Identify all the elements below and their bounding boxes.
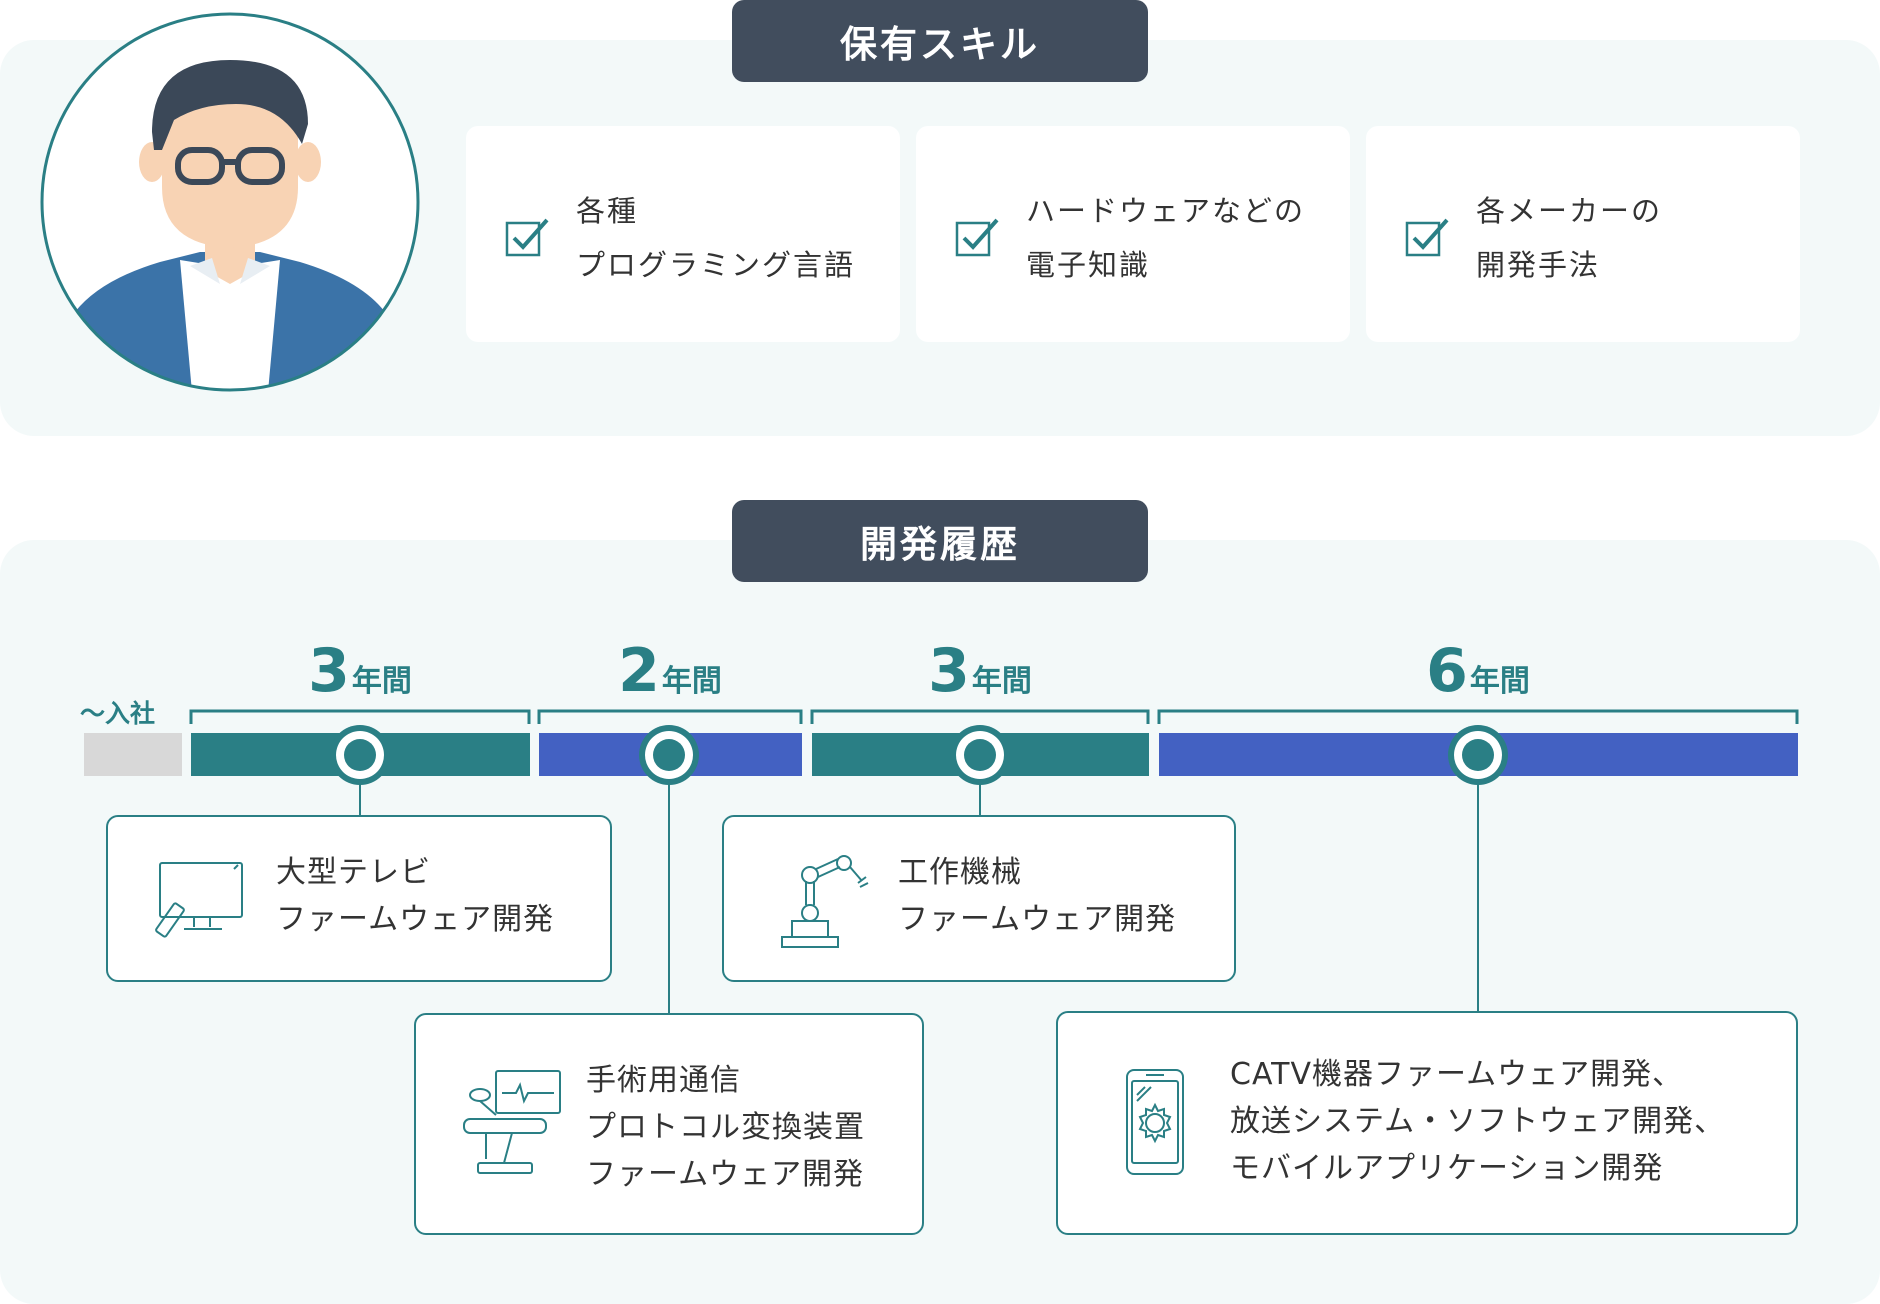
project-line: 手術用通信: [586, 1063, 741, 1098]
skill-text: 各メーカーの 開発手法: [1476, 184, 1662, 292]
project-text: 手術用通信 プロトコル変換装置 ファームウェア開発: [586, 1057, 865, 1198]
skill-text: ハードウェアなどの 電子知識: [1026, 184, 1305, 292]
project-card-catv-mobile: CATV機器ファームウェア開発、 放送システム・ソフトウェア開発、 モバイルアプ…: [1056, 1011, 1798, 1235]
project-line: プロトコル変換装置: [586, 1110, 865, 1145]
project-text: 大型テレビ ファームウェア開発: [276, 849, 554, 943]
join-label: ～入社: [80, 699, 156, 728]
project-line: ファームウェア開発: [898, 902, 1177, 937]
robot-arm-icon: [781, 855, 869, 948]
checkbox-checked-icon: [1405, 218, 1449, 257]
duration-unit: 年間: [971, 664, 1032, 699]
timeline-marker: [950, 725, 1010, 785]
skills-section-title: 保有スキル: [732, 0, 1148, 82]
skill-text: 各種 プログラミング言語: [576, 184, 855, 292]
duration-label: 2年間: [570, 636, 770, 706]
duration-unit: 年間: [661, 664, 722, 699]
skill-card-electronics: ハードウェアなどの 電子知識: [916, 126, 1350, 342]
tv-icon: [155, 862, 243, 938]
project-card-tv: 大型テレビ ファームウェア開発: [106, 815, 612, 982]
duration-unit: 年間: [351, 664, 412, 699]
skill-line: 電子知識: [1026, 248, 1151, 282]
skill-line: ハードウェアなどの: [1026, 194, 1306, 228]
project-card-medical: 手術用通信 プロトコル変換装置 ファームウェア開発: [414, 1013, 924, 1235]
duration-label: 3年間: [880, 636, 1080, 706]
project-text: CATV機器ファームウェア開発、 放送システム・ソフトウェア開発、 モバイルアプ…: [1230, 1051, 1725, 1192]
checkbox-checked-icon: [955, 218, 999, 257]
duration-number: 6: [1426, 636, 1468, 706]
duration-bracket: [537, 709, 803, 724]
duration-bracket: [189, 709, 531, 724]
project-line: 工作機械: [898, 855, 1022, 890]
duration-bracket: [810, 709, 1150, 724]
duration-number: 3: [928, 636, 970, 706]
smartphone-gear-icon: [1126, 1069, 1184, 1175]
checkbox-checked-icon: [505, 218, 549, 257]
timeline-marker: [1448, 725, 1508, 785]
skill-line: プログラミング言語: [576, 248, 856, 282]
timeline-bar-pre-join: [84, 733, 182, 776]
project-line: 放送システム・ソフトウェア開発、: [1230, 1104, 1726, 1139]
skill-line: 各メーカーの: [1476, 194, 1663, 228]
duration-bracket: [1157, 709, 1799, 724]
timeline-marker: [639, 725, 699, 785]
duration-label: 6年間: [1378, 636, 1578, 706]
project-card-machine-tool: 工作機械 ファームウェア開発: [722, 815, 1236, 982]
person-avatar-icon: [40, 12, 420, 392]
project-line: モバイルアプリケーション開発: [1230, 1151, 1664, 1186]
medical-monitor-icon: [463, 1070, 561, 1174]
duration-number: 2: [618, 636, 660, 706]
project-line: ファームウェア開発: [276, 902, 555, 937]
skill-card-methods: 各メーカーの 開発手法: [1366, 126, 1800, 342]
project-line: ファームウェア開発: [586, 1157, 865, 1192]
skill-line: 各種: [576, 194, 639, 228]
skill-line: 開発手法: [1476, 248, 1601, 282]
skill-card-programming: 各種 プログラミング言語: [466, 126, 900, 342]
project-text: 工作機械 ファームウェア開発: [898, 849, 1176, 943]
history-section-title: 開発履歴: [732, 500, 1148, 582]
project-line: 大型テレビ: [276, 855, 431, 890]
project-line: CATV機器ファームウェア開発、: [1230, 1057, 1684, 1092]
timeline-marker: [330, 725, 390, 785]
duration-label: 3年間: [260, 636, 460, 706]
duration-number: 3: [308, 636, 350, 706]
duration-unit: 年間: [1469, 664, 1530, 699]
